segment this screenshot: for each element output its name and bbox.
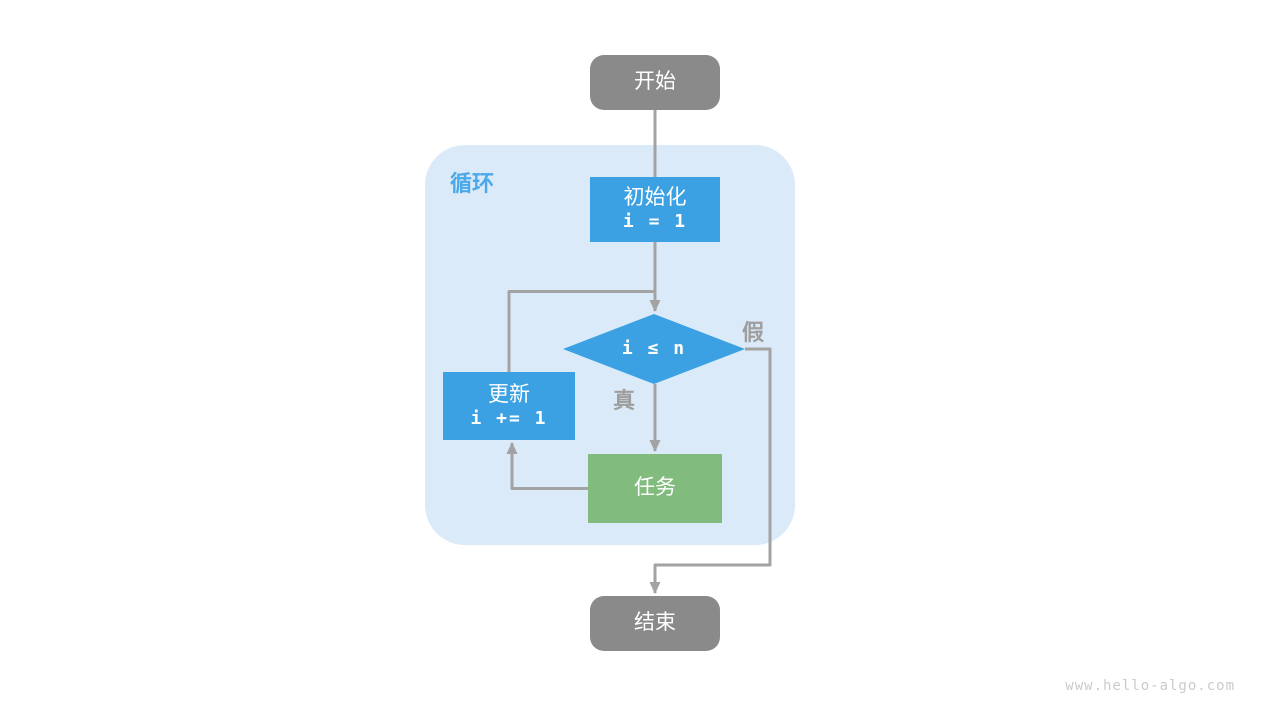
loop-region-label: 循环: [450, 171, 495, 196]
end-node-label: 结束: [634, 611, 676, 635]
init-node-code: i = 1: [622, 211, 688, 233]
branch-true-label: 真: [613, 388, 636, 413]
watermark: www.hello-algo.com: [1065, 678, 1235, 694]
condition-node-code: i ≤ n: [621, 337, 687, 359]
start-node: 开始: [590, 55, 720, 110]
update-node-code: i += 1: [470, 407, 548, 429]
task-node: 任务: [588, 454, 722, 523]
branch-false-label: 假: [742, 320, 765, 345]
end-node: 结束: [590, 596, 720, 651]
task-node-label: 任务: [634, 476, 676, 500]
update-node: 更新 i += 1: [443, 372, 575, 440]
update-node-title: 更新: [488, 382, 530, 406]
start-node-label: 开始: [634, 70, 676, 94]
init-node-title: 初始化: [623, 186, 687, 210]
init-node: 初始化 i = 1: [590, 177, 720, 242]
